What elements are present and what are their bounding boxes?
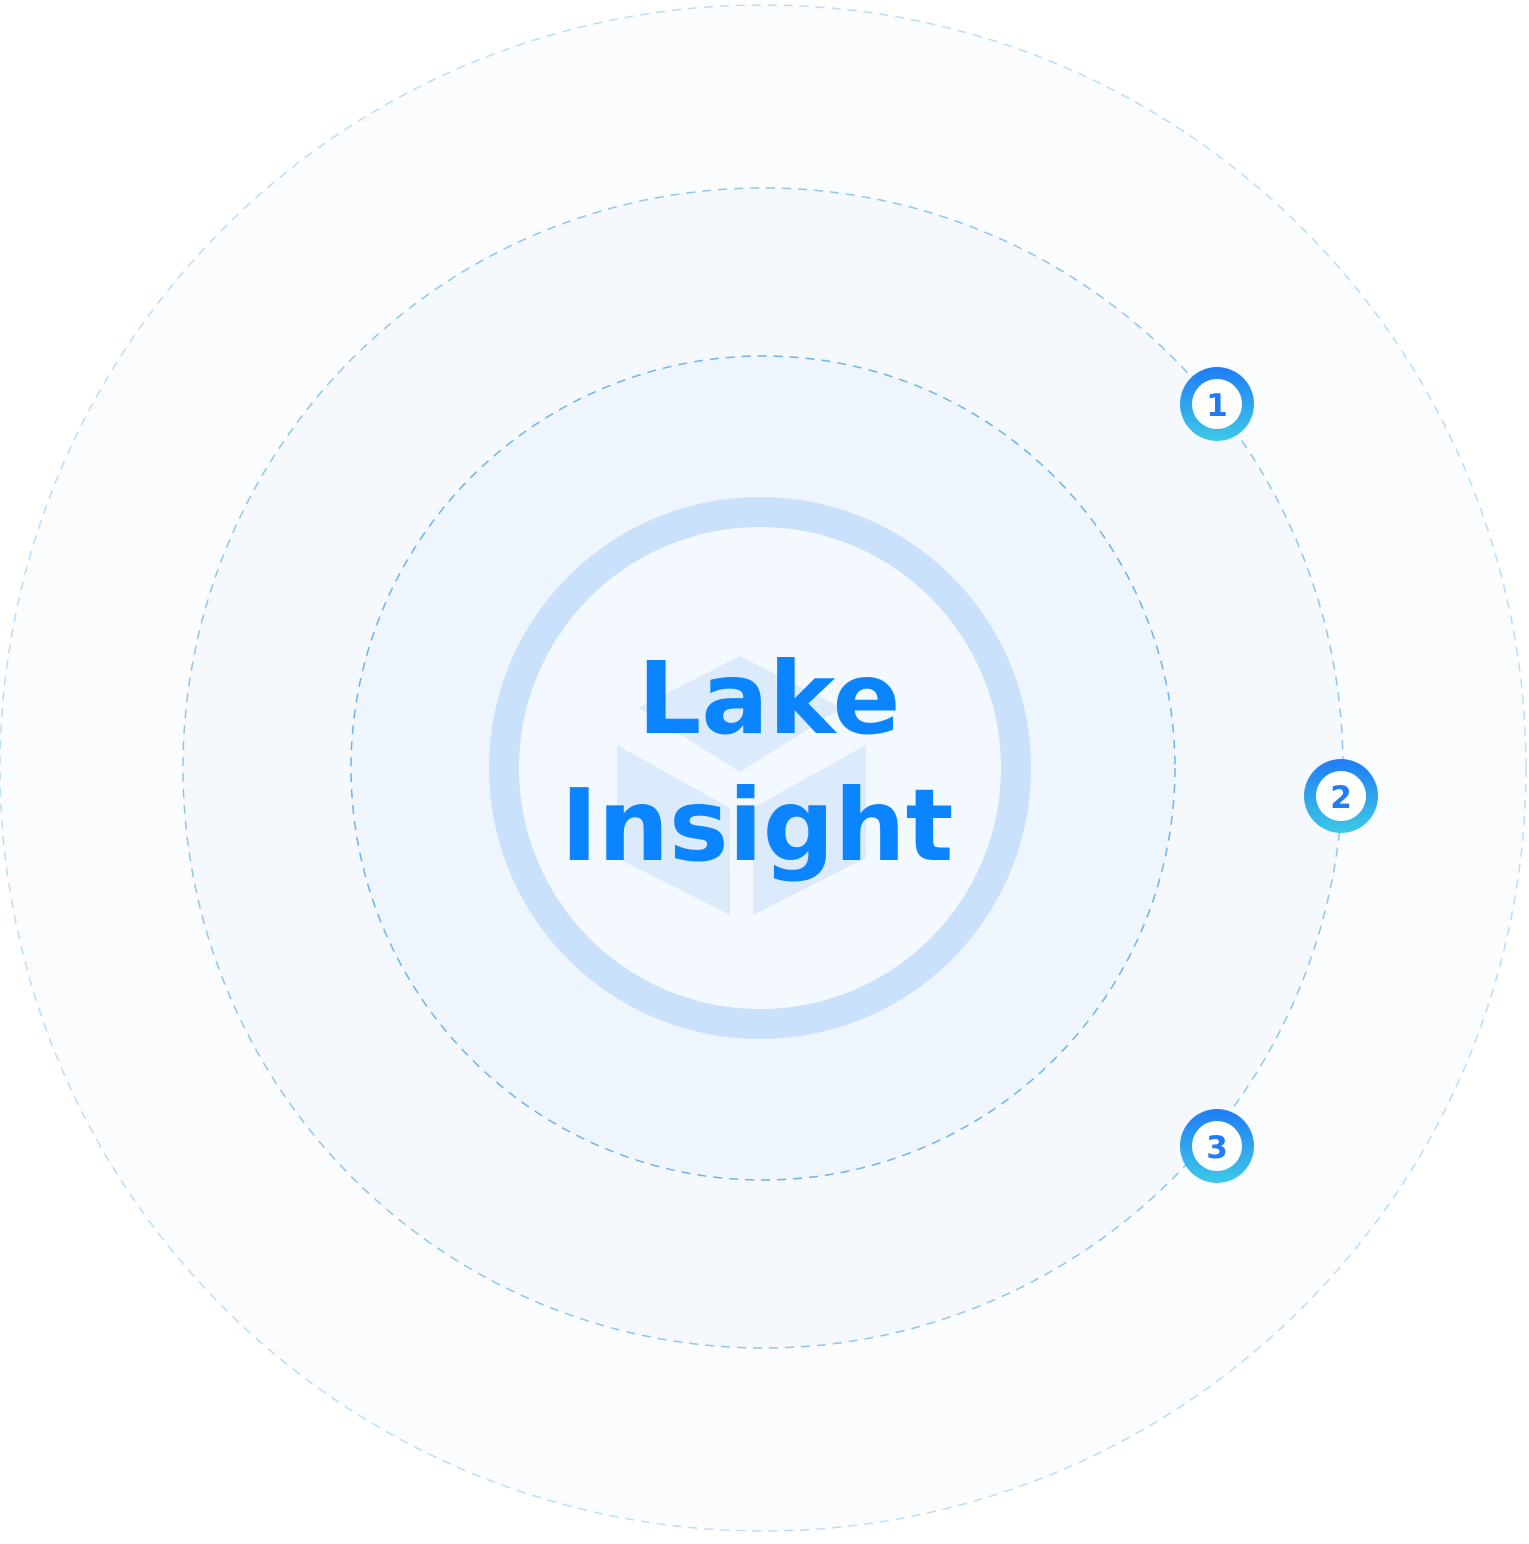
marker-2-label: 2: [1330, 780, 1352, 816]
marker-3[interactable]: 3: [1180, 1109, 1254, 1183]
marker-2[interactable]: 2: [1304, 759, 1378, 833]
outer-orbit-ring: [0, 4, 1527, 1532]
marker-1[interactable]: 1: [1180, 367, 1254, 441]
marker-1-label: 1: [1206, 388, 1228, 424]
cube-icon: [617, 656, 866, 915]
title-line-2: Insight: [561, 767, 954, 884]
marker-3-label: 3: [1206, 1130, 1228, 1166]
title-line-1: Lake: [638, 640, 901, 757]
inner-orbit-ring: [350, 355, 1176, 1181]
center-ring: [489, 497, 1031, 1039]
